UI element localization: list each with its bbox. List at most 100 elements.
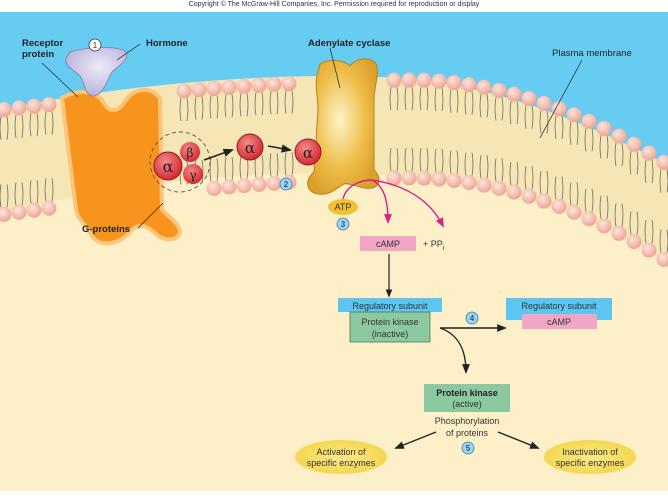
svg-text:5: 5 [466,444,471,453]
camp-right-label: cAMP [547,317,571,327]
svg-text:3: 3 [341,220,346,229]
phospholipid-head [432,74,447,89]
step-4-marker: 4 [466,312,478,324]
phospholipid-head [462,77,477,92]
phospholipid-head [552,101,567,116]
phospholipid-head [417,73,432,88]
phospholipid-head [222,80,237,95]
phospholipid-head [237,178,252,193]
g-protein-gamma: γ [183,164,203,184]
phospholipid-head [597,218,612,233]
phospholipid-head [477,80,492,95]
phospholipid-head [402,171,417,186]
protein-kinase-active-label: Protein kinase [436,388,498,398]
phospholipid-head [642,243,657,258]
phospholipid-head [627,137,642,152]
svg-text:ATP: ATP [335,202,352,212]
phospholipid-head [387,73,402,88]
regulatory-subunit-right-label: Regulatory subunit [521,301,597,311]
g-protein-alpha-activating: α [295,139,321,165]
plasma-membrane-label: Plasma membrane [552,48,632,59]
phospholipid-head [507,87,522,102]
phospholipid-head [552,199,567,214]
adenylate-cyclase-label: Adenylate cyclase [308,38,390,49]
g-protein-alpha-free: α [237,134,263,160]
step-5-marker: 5 [462,442,474,454]
phospholipid-head [402,73,417,88]
phospholipid-head [267,77,282,92]
svg-text:(active): (active) [452,399,482,409]
alpha-symbol: α [303,144,313,162]
phospholipid-head [612,226,627,241]
camp-signaling-diagram: α β γ α α Receptor protein Hormone Adeny… [0,12,668,491]
svg-text:1: 1 [93,41,98,50]
phospholipid-head [627,234,642,249]
phospholipid-head [27,99,42,114]
inactivation-of-enzymes: Inactivation of specific enzymes [544,440,636,474]
phospholipid-head [582,114,597,129]
phospholipid-head [537,96,552,111]
hormone-label: Hormone [146,38,188,49]
phospholipid-head [537,194,552,209]
receptor-protein-label-line2: protein [22,49,54,60]
phospholipid-head [252,177,267,192]
step-2-marker: 2 [280,178,292,190]
phospholipid-head [192,82,207,97]
phospholipid-head [567,107,582,122]
svg-text:specific enzymes: specific enzymes [556,458,625,468]
phospholipid-head [597,121,612,136]
phospholipid-head [417,171,432,186]
inactive-kinase-complex: Regulatory subunit Protein kinase (inact… [338,298,442,342]
phospholipid-head [522,189,537,204]
adenylate-cyclase [308,59,379,194]
phospholipid-head [567,205,582,220]
camp-box: cAMP [360,236,416,251]
alpha-symbol: α [245,139,255,157]
phospholipid-head [27,203,42,218]
phospholipid-head [447,173,462,188]
regulatory-subunit-label: Regulatory subunit [352,301,428,311]
phospholipid-head [207,181,222,196]
g-protein-alpha-bound: α [154,152,182,180]
phospholipid-head [12,100,27,115]
step-3-marker: 3 [337,218,349,230]
svg-text:2: 2 [284,180,289,189]
phospholipid-head [282,76,297,91]
svg-text:Activation of: Activation of [316,447,366,457]
step-1-marker: 1 [89,39,101,51]
phospholipid-head [207,81,222,96]
phospholipid-head [12,205,27,220]
phospholipid-head [462,175,477,190]
phospholipid-head [492,83,507,98]
protein-kinase-inactive-label: Protein kinase [361,317,418,327]
phospholipid-head [522,91,537,106]
phospholipid-head [642,146,657,161]
g-protein-beta: β [180,142,200,162]
phospholipid-head [252,78,267,93]
receptor-protein-label: Receptor [22,38,63,49]
phospholipid-head [267,176,282,191]
copyright-notice: Copyright © The McGraw-Hill Companies, I… [0,0,668,12]
phospholipid-head [222,180,237,195]
beta-symbol: β [187,146,194,160]
activation-of-enzymes: Activation of specific enzymes [295,440,387,474]
phospholipid-head [447,75,462,90]
gamma-symbol: γ [189,168,196,182]
phospholipid-head [42,97,57,112]
phospholipid-head [432,172,447,187]
phospholipid-head [582,211,597,226]
svg-text:cAMP: cAMP [376,239,400,249]
svg-text:4: 4 [470,314,475,323]
phospholipid-head [612,129,627,144]
alpha-symbol: α [163,157,174,176]
svg-text:of proteins: of proteins [446,428,489,438]
g-proteins-label: G-proteins [82,224,130,235]
phospholipid-head [42,201,57,216]
svg-text:Inactivation of: Inactivation of [562,447,618,457]
phospholipid-head [237,79,252,94]
phospholipid-head [507,185,522,200]
svg-text:specific enzymes: specific enzymes [307,458,376,468]
svg-text:(inactive): (inactive) [372,329,409,339]
phosphorylation-label: Phosphorylation [435,416,500,426]
phospholipid-head [477,178,492,193]
